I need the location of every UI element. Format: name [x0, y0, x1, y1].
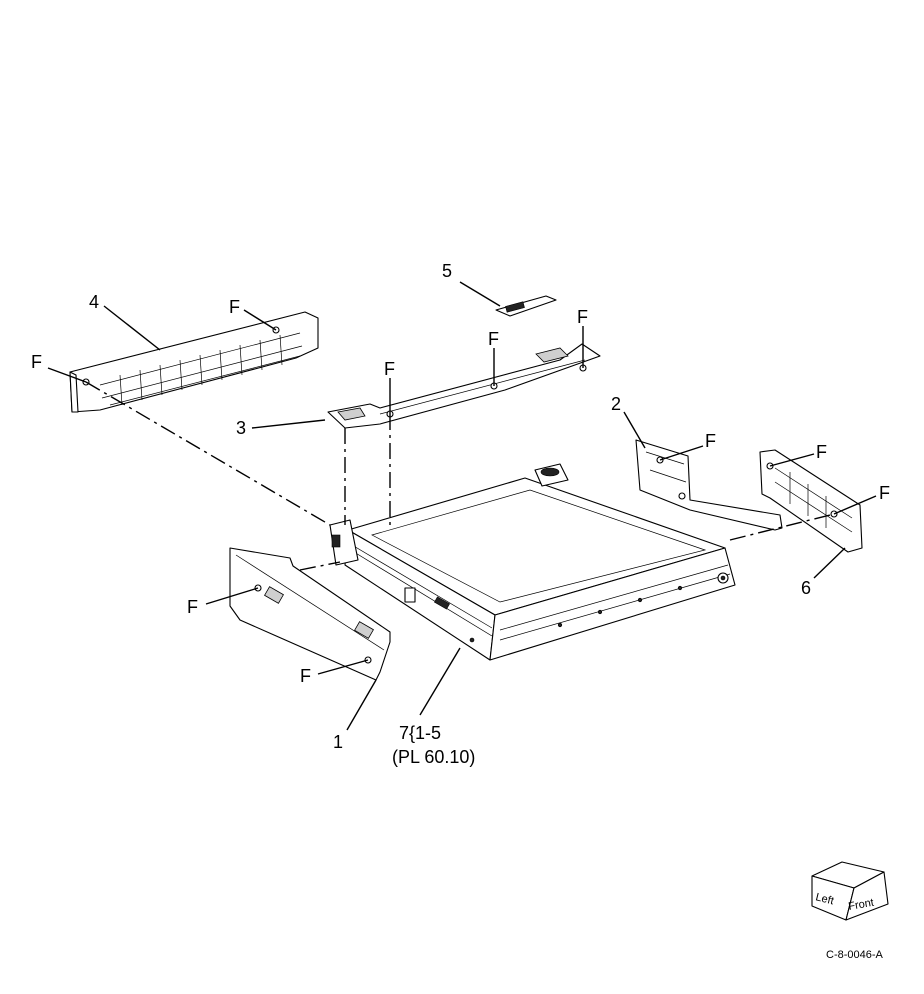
fastener-label: F: [31, 352, 42, 372]
callout-2: 2: [611, 394, 621, 414]
leader-lines: [47, 281, 877, 731]
part-7-belt-unit: [329, 463, 736, 661]
fastener-labels: F F F F F F F F F F: [31, 297, 890, 686]
callout-labels: 4 5 3 2 6 1 7{1-5 (PL 60.10): [89, 261, 811, 767]
fastener-label: F: [300, 666, 311, 686]
fastener-label: F: [816, 442, 827, 462]
fastener-label: F: [187, 597, 198, 617]
part-3-cover: [327, 343, 601, 429]
fastener-label: F: [879, 483, 890, 503]
orientation-cube: Left Front: [811, 861, 889, 921]
alignment-lines: [85, 381, 835, 571]
callout-7-line1: 7{1-5: [399, 723, 441, 743]
callout-3: 3: [236, 418, 246, 438]
fastener-label: F: [488, 329, 499, 349]
callout-5: 5: [442, 261, 452, 281]
cube-front-label: Front: [847, 897, 874, 913]
cube-left-label: Left: [814, 891, 835, 907]
part-5-plate: [495, 295, 557, 317]
part-1-cover: [229, 547, 391, 681]
callout-7-line2: (PL 60.10): [392, 747, 475, 767]
callout-4: 4: [89, 292, 99, 312]
fastener-label: F: [384, 359, 395, 379]
part-2-bracket: [635, 439, 783, 531]
part-4-cover: [69, 311, 319, 413]
fastener-label: F: [577, 307, 588, 327]
callout-1: 1: [333, 732, 343, 752]
fastener-label: F: [229, 297, 240, 317]
fastener-label: F: [705, 431, 716, 451]
callout-6: 6: [801, 578, 811, 598]
figure-id: C-8-0046-A: [826, 949, 884, 961]
part-6-cover: [759, 449, 863, 553]
